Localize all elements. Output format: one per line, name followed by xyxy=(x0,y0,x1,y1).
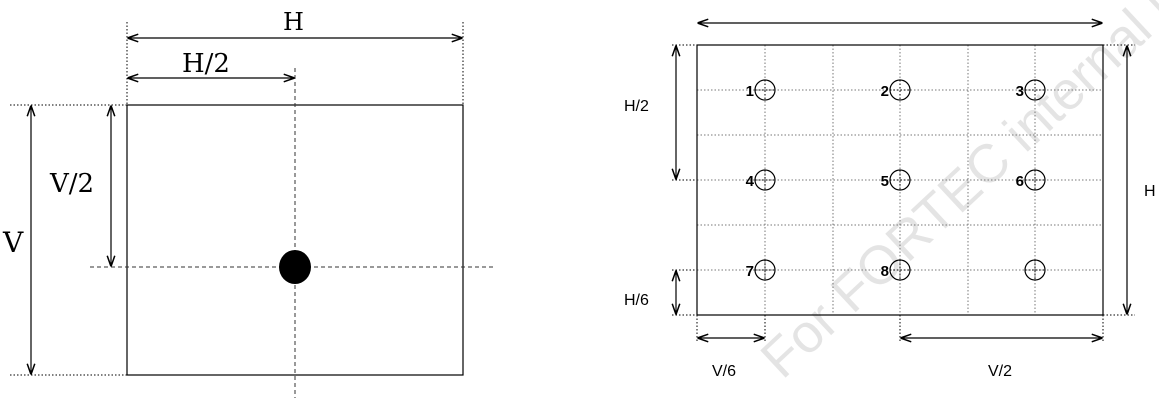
left-diagram: H H/2 V/2 V xyxy=(2,8,493,398)
right-label-h-sixth: H/6 xyxy=(624,292,649,309)
point-1: 1 xyxy=(746,79,776,101)
point-label: 2 xyxy=(881,83,889,100)
center-measure-point xyxy=(279,250,311,284)
point-2: 2 xyxy=(881,79,911,101)
point-label: 6 xyxy=(1016,173,1024,190)
point-label: 3 xyxy=(1016,83,1024,100)
point-label: 7 xyxy=(746,263,754,280)
right-label-v-sixth: V/6 xyxy=(712,363,736,380)
point-6: 6 xyxy=(1016,169,1046,191)
right-label-h-half: H/2 xyxy=(624,98,649,115)
point-label: 1 xyxy=(746,83,754,100)
left-label-v: V xyxy=(2,226,24,259)
point-4: 4 xyxy=(746,169,776,191)
point-label: 5 xyxy=(881,173,889,190)
left-label-h-half: H/2 xyxy=(182,49,230,79)
watermark: For FORTEC internal use xyxy=(750,0,1159,389)
right-label-v-half: V/2 xyxy=(988,363,1012,380)
point-5: 5 xyxy=(881,169,911,191)
point-9 xyxy=(1024,259,1046,281)
point-8: 8 xyxy=(881,259,911,281)
right-diagram: 1 2 3 4 5 6 7 xyxy=(624,23,1156,380)
right-label-h: H xyxy=(1144,183,1156,200)
point-label: 8 xyxy=(881,263,889,280)
left-label-v-half: V/2 xyxy=(49,169,94,199)
point-7: 7 xyxy=(746,259,776,281)
right-grid xyxy=(697,45,1103,315)
point-label: 4 xyxy=(746,173,755,190)
left-label-h: H xyxy=(283,8,304,36)
point-3: 3 xyxy=(1016,79,1046,101)
